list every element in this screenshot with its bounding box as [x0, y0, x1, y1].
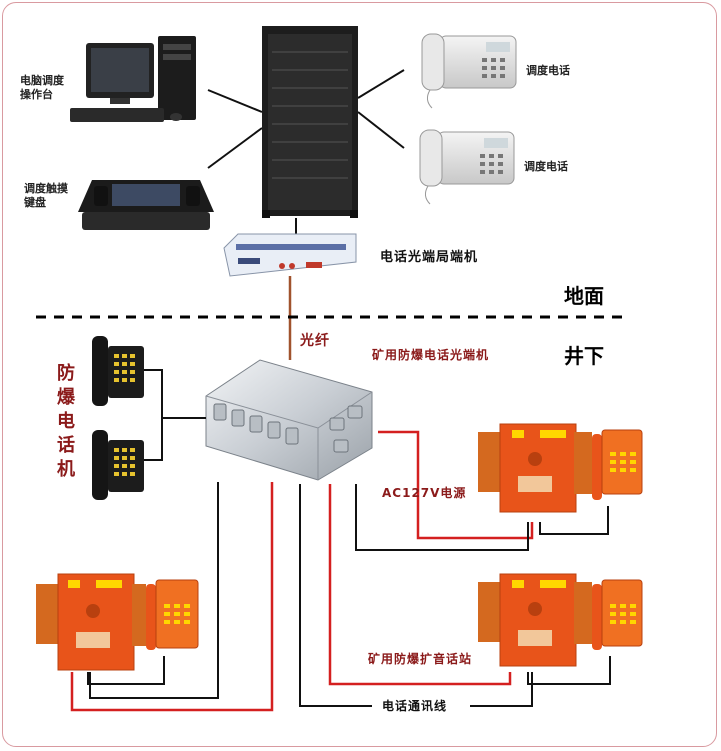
phone-links	[144, 369, 206, 461]
explosion-phone-label: 防 爆 电 话 机	[57, 363, 75, 480]
mine-optical-terminal-icon	[205, 359, 373, 481]
pc-console-label: 电脑调度 操作台	[20, 74, 64, 101]
broadcast-station-bottom-right	[478, 573, 643, 667]
fiber-label: 光纤	[300, 333, 330, 349]
broadcast-station-label: 矿用防爆扩音话站	[368, 652, 473, 666]
broadcast-station-top-right	[478, 423, 643, 513]
power-lines	[70, 430, 534, 712]
optical-terminal-label: 电话光端局端机	[380, 250, 479, 265]
broadcast-station-bottom-left	[36, 573, 199, 671]
dispatch-phone-1-label: 调度电话	[526, 64, 570, 77]
touch-keyboard-label: 调度触摸 键盘	[24, 182, 68, 209]
comm-line-label: 电话通讯线	[382, 699, 448, 713]
underground-label: 井下	[564, 344, 604, 368]
surface-links	[207, 69, 405, 234]
dispatch-phone-1-icon	[421, 33, 517, 109]
power-label: AC127V电源	[382, 486, 467, 500]
mine-optical-terminal-label: 矿用防爆电话光端机	[372, 348, 490, 362]
touch-keyboard-icon	[78, 180, 214, 230]
comm-lines	[87, 482, 611, 707]
dispatch-phone-2-label: 调度电话	[524, 160, 568, 173]
explosion-phone-1-icon	[92, 336, 144, 406]
optical-terminal-icon	[223, 233, 357, 277]
dispatch-phone-2-icon	[419, 129, 515, 205]
server-cabinet-icon	[262, 26, 358, 218]
explosion-phone-2-icon	[92, 430, 144, 500]
pc-console-icon	[70, 36, 196, 122]
surface-label: 地面	[564, 284, 604, 308]
